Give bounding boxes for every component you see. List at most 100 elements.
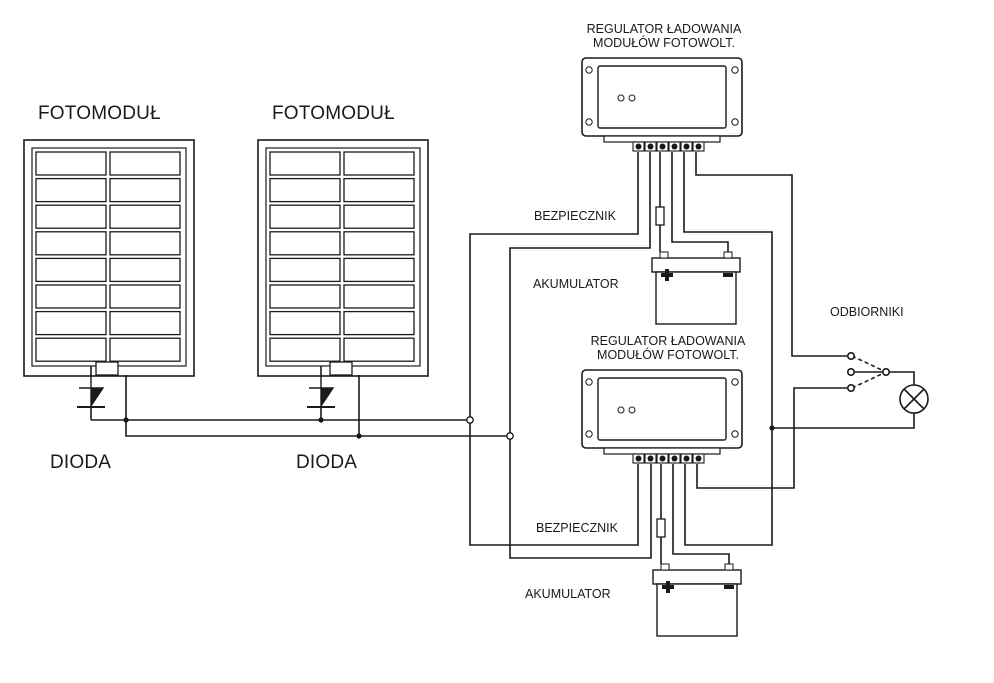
solar-cell (269, 151, 341, 176)
diode-left (77, 376, 105, 420)
regulator-top (581, 57, 743, 152)
junction-box (95, 361, 119, 376)
wire (469, 420, 639, 546)
solar-cell (269, 257, 341, 283)
wire (695, 152, 848, 357)
lamp-cross (903, 388, 925, 410)
wire (772, 413, 915, 429)
wire (469, 152, 639, 420)
wire (509, 152, 651, 436)
diode-label-right: DIODA (296, 452, 358, 473)
solar-cell (35, 231, 107, 256)
switch-contact (851, 355, 887, 373)
regulator-base (603, 447, 721, 455)
module-label-right: FOTOMODUŁ (272, 103, 395, 124)
solar-cell (269, 231, 341, 256)
switch-terminal (881, 367, 890, 376)
diode-triangle (309, 376, 335, 409)
solar-cell (269, 284, 341, 309)
terminal-screw (659, 455, 666, 462)
solar-cell (343, 204, 415, 229)
indicator-led (617, 406, 625, 414)
wire (696, 387, 848, 489)
wire (671, 152, 729, 252)
module-label-left: FOTOMODUŁ (38, 103, 161, 124)
fuse-bottom (656, 518, 666, 538)
indicator-led (617, 94, 625, 102)
regulator-top-line1: REGULATOR ŁADOWANIA (586, 22, 742, 36)
solar-cell (343, 151, 415, 176)
mount-hole (585, 430, 593, 438)
solar-cell (35, 257, 107, 283)
junction-dot (318, 417, 324, 423)
battery-top (651, 251, 741, 325)
solar-cell (109, 310, 181, 336)
solar-cell (269, 204, 341, 229)
solar-cell (269, 310, 341, 336)
regulator-base (603, 135, 721, 143)
terminal-screw (647, 455, 654, 462)
switch-terminal (846, 383, 855, 392)
minus-sign (724, 585, 734, 589)
solar-cell (35, 337, 107, 362)
solar-cell (343, 257, 415, 283)
mount-hole (731, 378, 739, 386)
solar-cell (343, 231, 415, 256)
bus-node (466, 416, 474, 424)
solar-module-left (23, 139, 195, 377)
switch-terminal (846, 351, 855, 360)
wire (125, 375, 510, 437)
regulator-body (581, 369, 743, 449)
solar-cell (109, 177, 181, 203)
solar-cell (269, 337, 341, 362)
solar-cell (109, 231, 181, 256)
solar-cell (109, 204, 181, 229)
switch-terminal (846, 367, 855, 376)
solar-cell (343, 284, 415, 309)
solar-cell (109, 337, 181, 362)
battery-label-top: AKUMULATOR (533, 277, 619, 291)
indicator-led (628, 94, 636, 102)
minus-sign (723, 273, 733, 277)
mount-hole (585, 378, 593, 386)
solar-cell (343, 337, 415, 362)
diode-right (307, 376, 335, 420)
plus-sign-v (665, 269, 669, 281)
mount-hole (585, 66, 593, 74)
terminal-screw (647, 143, 654, 150)
plus-sign-v (666, 581, 670, 593)
diode-label-left: DIODA (50, 452, 112, 473)
solar-cell (109, 151, 181, 176)
terminal-minus (724, 563, 734, 571)
terminal-plus (660, 563, 670, 571)
junction-dot (356, 433, 362, 439)
mount-hole (585, 118, 593, 126)
wire (672, 464, 730, 564)
terminal-screw (635, 143, 642, 150)
solar-cell (35, 151, 107, 176)
regulator-front (597, 377, 727, 441)
wire (683, 152, 773, 546)
fuse-top (655, 206, 665, 226)
regulator-body (581, 57, 743, 137)
mount-hole (731, 66, 739, 74)
terminal-screw (683, 455, 690, 462)
wire (886, 371, 915, 385)
terminal-screw (671, 143, 678, 150)
solar-cell (35, 284, 107, 309)
terminal-plus (659, 251, 669, 259)
bus-node (506, 432, 514, 440)
terminal-screw (695, 455, 702, 462)
indicator-led (628, 406, 636, 414)
battery-case (655, 271, 737, 325)
solar-cell (343, 177, 415, 203)
terminal-screw (683, 143, 690, 150)
solar-cell (269, 177, 341, 203)
fuse-body (655, 206, 665, 226)
terminal-screw (635, 455, 642, 462)
wire (509, 436, 652, 559)
terminal-minus (723, 251, 733, 259)
battery-label-bottom: AKUMULATOR (525, 587, 611, 601)
switch-contact (851, 371, 887, 389)
